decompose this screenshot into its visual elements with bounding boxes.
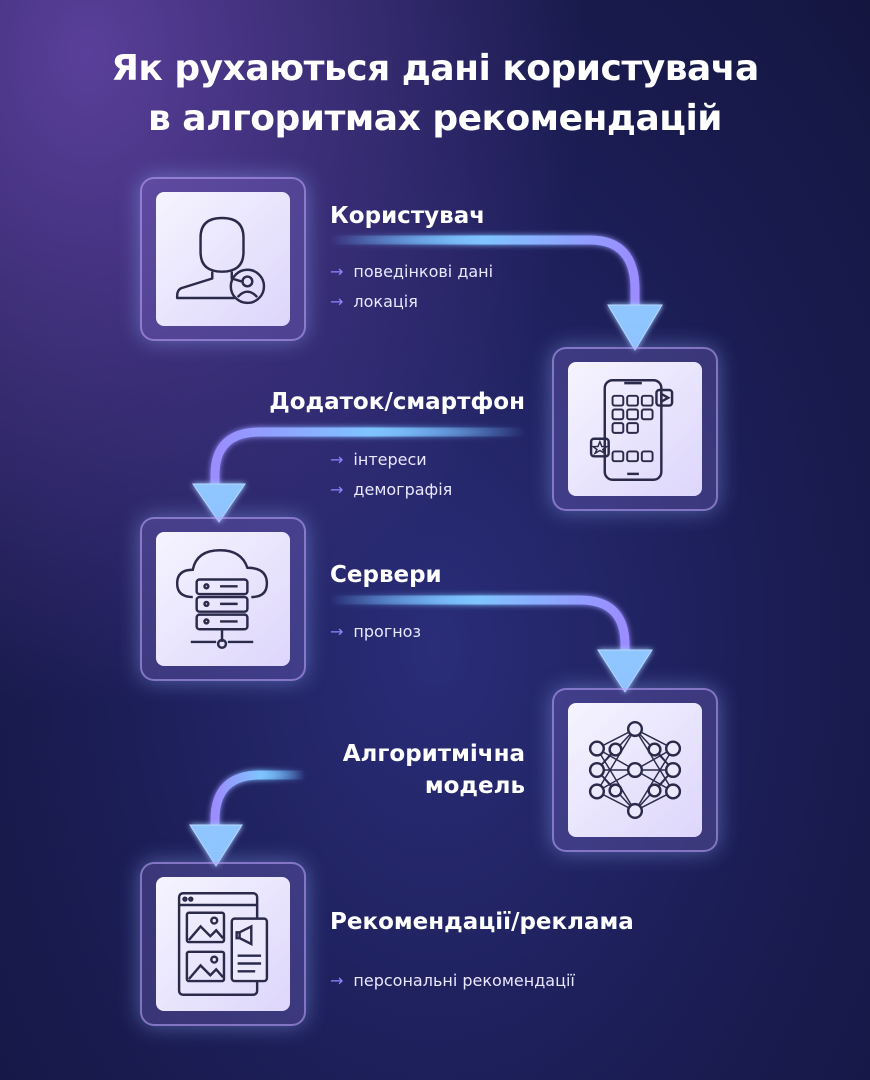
neural-network-icon xyxy=(588,720,682,820)
arrow-right-icon: → xyxy=(330,480,344,499)
step-servers-box xyxy=(140,517,306,681)
step-app-box xyxy=(552,347,718,511)
arrow-2 xyxy=(210,427,530,495)
step-recommendations-box xyxy=(140,862,306,1026)
step-servers-bullet: →прогноз xyxy=(330,622,421,641)
content-ads-icon xyxy=(177,892,269,996)
arrowhead-4 xyxy=(189,824,243,867)
arrowhead-2 xyxy=(192,483,246,523)
step-app-bullet: →інтереси xyxy=(330,450,427,469)
user-icon xyxy=(175,216,266,305)
page-title: Як рухаються дані користувача в алгоритм… xyxy=(111,48,759,139)
step-servers-title: Сервери xyxy=(330,562,442,588)
step-app-bullet: →демографія xyxy=(330,480,453,499)
step-app-title: Додаток/смартфон xyxy=(269,389,525,415)
arrowhead-1 xyxy=(607,304,663,351)
arrow-right-icon: → xyxy=(330,622,344,641)
cloud-server-icon xyxy=(175,548,269,649)
arrow-3 xyxy=(325,595,630,660)
smartphone-icon xyxy=(589,379,674,481)
arrowhead-3 xyxy=(597,649,653,693)
arrow-right-icon: → xyxy=(330,262,344,281)
step-model-box xyxy=(552,688,718,852)
step-user-bullet: →локація xyxy=(330,292,418,311)
step-recommendations-bullet: →персональні рекомендації xyxy=(330,971,575,990)
step-recommendations-title: Рекомендації/реклама xyxy=(330,909,634,935)
step-user-bullet: →поведінкові дані xyxy=(330,262,494,281)
arrow-1 xyxy=(325,235,640,315)
step-user-box xyxy=(140,177,306,341)
arrow-4 xyxy=(210,770,310,835)
arrow-right-icon: → xyxy=(330,971,344,990)
arrow-right-icon: → xyxy=(330,450,344,469)
arrow-right-icon: → xyxy=(330,292,344,311)
step-user-title: Користувач xyxy=(330,203,486,229)
